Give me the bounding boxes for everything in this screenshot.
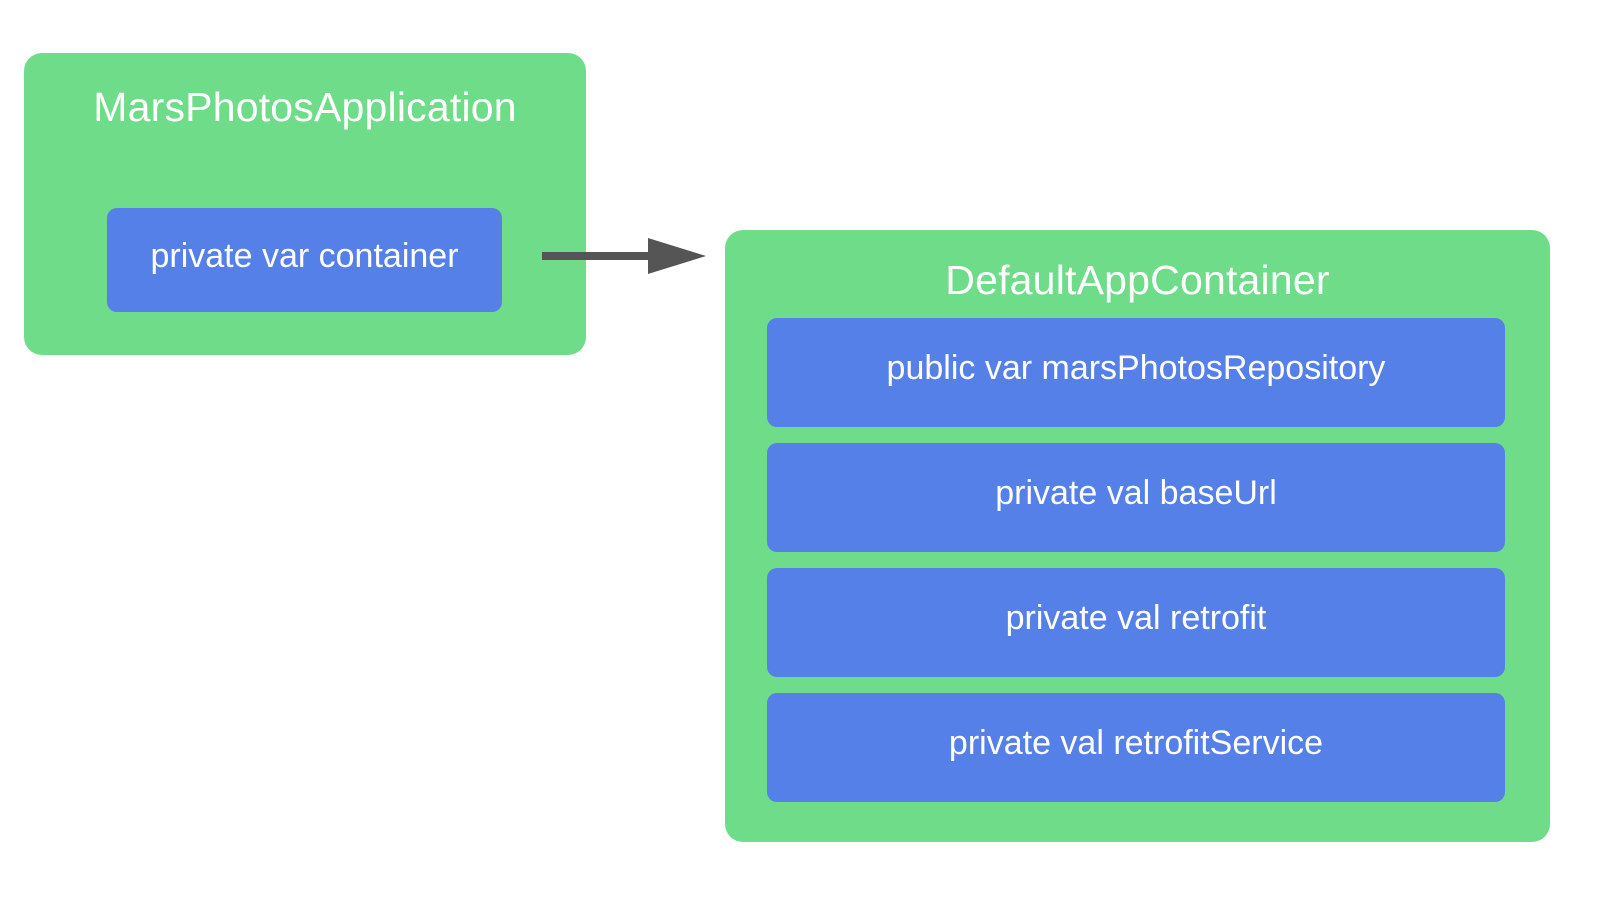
class-title-mars-photos-application: MarsPhotosApplication	[93, 84, 517, 130]
member-label-private-var-container: private var container	[150, 237, 459, 275]
member-label-public-var-mars-photos-repository: public var marsPhotosRepository	[886, 349, 1386, 387]
member-box-private-val-base-url[interactable]: private val baseUrl	[767, 443, 1505, 552]
member-box-private-var-container[interactable]: private var container	[107, 208, 502, 312]
class-title-default-app-container: DefaultAppContainer	[945, 257, 1330, 303]
class-card-mars-photos-application[interactable]: MarsPhotosApplication private var contai…	[24, 53, 586, 355]
class-card-default-app-container[interactable]: DefaultAppContainer public var marsPhoto…	[725, 230, 1550, 842]
member-label-private-val-base-url: private val baseUrl	[995, 474, 1277, 512]
member-label-private-val-retrofit-service: private val retrofitService	[948, 724, 1324, 762]
member-label-private-val-retrofit: private val retrofit	[1005, 599, 1267, 637]
member-box-private-val-retrofit[interactable]: private val retrofit	[767, 568, 1505, 677]
dependency-arrow-icon	[542, 238, 706, 274]
member-box-public-var-mars-photos-repository[interactable]: public var marsPhotosRepository	[767, 318, 1505, 427]
member-box-private-val-retrofit-service[interactable]: private val retrofitService	[767, 693, 1505, 802]
